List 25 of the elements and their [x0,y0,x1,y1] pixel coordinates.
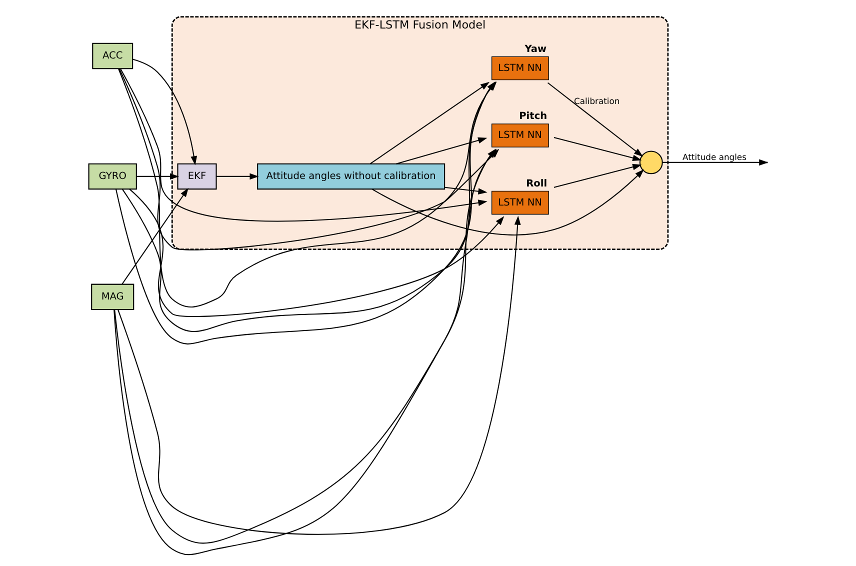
node-circle [639,150,663,174]
arrow [129,188,504,317]
node-label: Pitch [519,111,548,122]
node-box: EKF [177,163,217,190]
node-box: ACC [92,42,134,70]
arrow [216,173,259,180]
arrow [136,173,180,180]
node-box: Attitude angles without calibration [257,163,446,190]
node-box: GYRO [88,163,137,190]
edge-label: Attitude angles [682,152,746,162]
edge-label: Calibration [574,96,620,106]
arrow [372,169,644,236]
arrow [444,186,488,194]
node-box: MAG [91,284,134,310]
node-label: Yaw [524,44,547,55]
arrow [132,58,198,166]
arrow [554,164,642,188]
arrow [396,137,488,164]
arrow [122,188,188,285]
arrow [370,82,490,164]
node-label: Roll [526,178,548,190]
arrow [554,136,642,161]
arrow [120,68,488,222]
arrow [547,82,644,157]
arrow [118,216,521,535]
